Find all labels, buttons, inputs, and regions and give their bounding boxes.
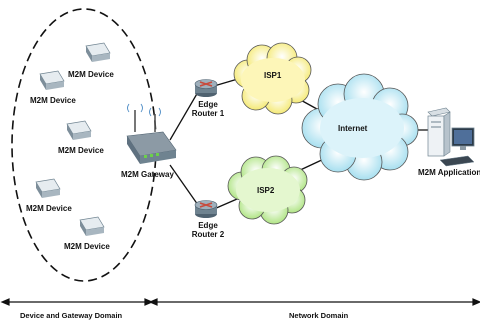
link-gateway-router2	[169, 164, 199, 206]
edge-router-2-icon[interactable]	[194, 200, 218, 219]
device-5-label: M2M Device	[64, 242, 110, 251]
device-3-label: M2M Device	[58, 146, 104, 155]
device-1-label: M2M Device	[68, 70, 114, 79]
device-1-icon[interactable]	[85, 42, 111, 62]
device-4-icon[interactable]	[35, 178, 61, 198]
gateway-icon[interactable]	[126, 103, 177, 164]
device-gateway-domain-label: Device and Gateway Domain	[20, 311, 123, 320]
isp1-cloud	[233, 42, 312, 115]
link-gateway-router1	[169, 91, 199, 141]
device-4-label: M2M Device	[26, 204, 72, 213]
edge-router-2-line2: Router 2	[191, 230, 225, 239]
edge-router-1-line1: Edge	[198, 100, 218, 109]
isp1-label: ISP1	[264, 71, 282, 80]
edge-router-2-line1: Edge	[198, 221, 218, 230]
internet-cloud	[301, 73, 419, 181]
device-5-icon[interactable]	[79, 216, 105, 236]
device-2-label: M2M Device	[30, 96, 76, 105]
edge-router-1-icon[interactable]	[194, 79, 218, 98]
edge-router-2-label: Edge Router 2	[188, 221, 228, 239]
internet-label: Internet	[338, 124, 368, 133]
isp2-label: ISP2	[257, 186, 275, 195]
gateway-label: M2M Gateway	[121, 170, 174, 179]
application-label: M2M Application	[418, 168, 480, 177]
edge-router-1-line2: Router 1	[191, 109, 225, 118]
device-3-icon[interactable]	[66, 120, 92, 140]
application-computer-icon[interactable]	[427, 107, 475, 167]
isp2-cloud	[227, 155, 308, 225]
device-2-icon[interactable]	[39, 70, 65, 90]
edge-router-1-label: Edge Router 1	[190, 100, 226, 118]
domain-arrows	[0, 298, 480, 306]
network-domain-label: Network Domain	[289, 311, 349, 320]
